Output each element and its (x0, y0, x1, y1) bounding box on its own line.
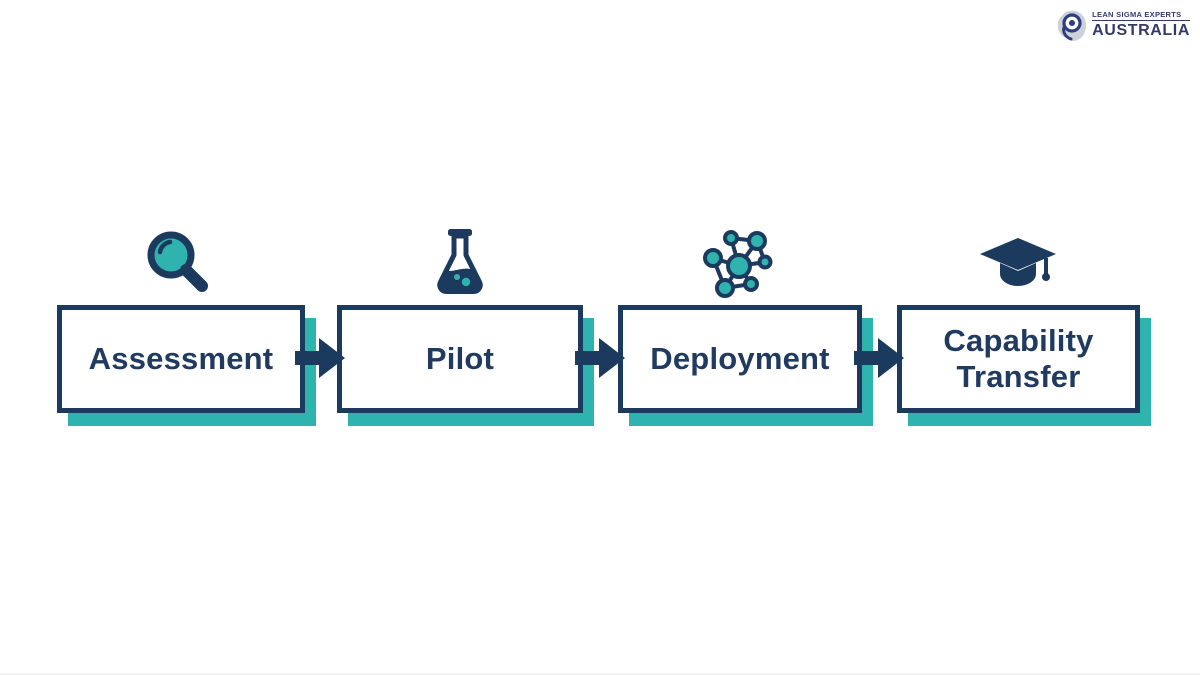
stage-box-pilot: Pilot (337, 305, 583, 413)
logo-line-1: LEAN SIGMA EXPERTS (1092, 10, 1190, 22)
arrow-right-icon (295, 338, 345, 378)
arrow-right-icon (575, 338, 625, 378)
logo-line-2: AUSTRALIA (1092, 22, 1190, 40)
stage-label: Deployment (650, 341, 830, 377)
logo-text: LEAN SIGMA EXPERTS AUSTRALIA (1092, 10, 1190, 41)
lean-sigma-swirl-icon (1057, 10, 1087, 42)
stage-label: Assessment (88, 341, 274, 377)
flask-icon (437, 229, 483, 294)
stage-label: Pilot (425, 341, 495, 377)
magnifier-icon (147, 231, 208, 292)
stage-box-capability-transfer: Capability Transfer (897, 305, 1140, 413)
arrow-right-icon (854, 338, 904, 378)
bottom-divider (0, 673, 1200, 675)
graduation-cap-icon (980, 238, 1056, 286)
stage-box-assessment: Assessment (57, 305, 305, 413)
stage-box-deployment: Deployment (618, 305, 862, 413)
network-icon (703, 230, 773, 298)
lean-sigma-experts-logo: LEAN SIGMA EXPERTS AUSTRALIA (1056, 6, 1190, 44)
stage-label: Capability Transfer (943, 323, 1094, 394)
